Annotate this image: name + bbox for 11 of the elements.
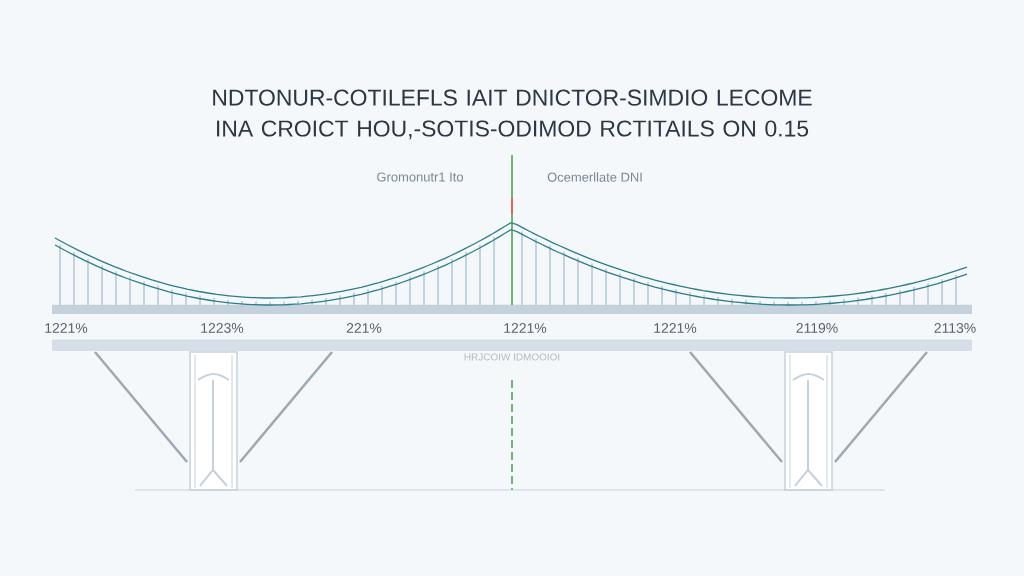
percentage-label: 2113% <box>934 323 976 333</box>
deck-label: HRJCOIW IDMOOIOI <box>464 353 560 361</box>
span-label: Gromonutr1 Ito <box>377 172 463 182</box>
percentage-label: 221% <box>346 323 382 333</box>
percentage-label: 1221% <box>45 323 88 333</box>
percentage-label: 1223% <box>201 323 244 333</box>
percentage-label: 2119% <box>796 323 838 333</box>
percentage-label: 1221% <box>654 323 697 333</box>
percentage-label: 1221% <box>504 323 547 333</box>
title: NDTONUR-COTILEFLS IAIT DNICTOR-SIMDIO LECOME INA CROICT HOU,-SOTIS-ODIMOD RCTITAILS ON 0.15 <box>213 89 812 140</box>
span-label: Ocemerllate DNI <box>547 172 642 182</box>
